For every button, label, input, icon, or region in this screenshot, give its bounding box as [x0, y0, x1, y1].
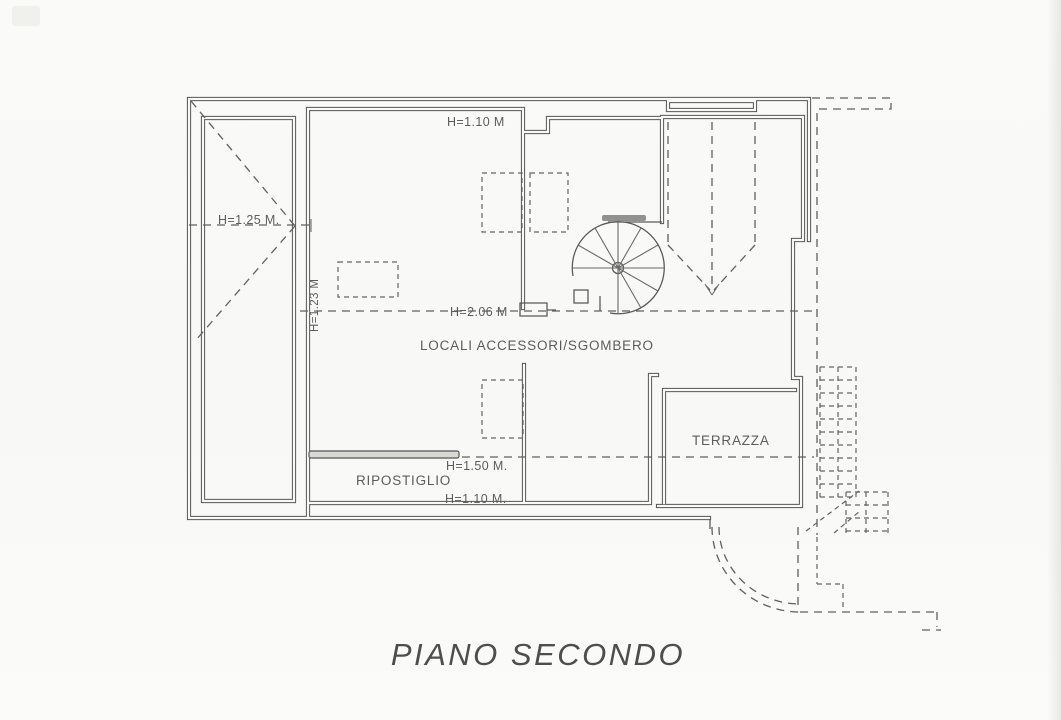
external-dashed-outline: [812, 97, 892, 535]
dashed-skylight-rects: [337, 172, 569, 439]
stair-direction-dashes: [805, 490, 861, 534]
spiral-stair-landing: [573, 289, 589, 304]
roof-truss-dashed-lines: [667, 122, 756, 296]
label-height-top: H=1.10 M: [447, 115, 505, 129]
scan-edge-artifact: [1047, 0, 1061, 720]
spiral-staircase: [571, 215, 665, 315]
storage-low-wall: [308, 450, 460, 459]
plan-labels: H=1.10 M H=1.25 M. H=1.23 M H=2.06 M LOC…: [218, 115, 770, 672]
skylight-rect: [481, 172, 523, 233]
plan-title: PIANO SECONDO: [391, 637, 685, 672]
left-attic-roof-diagonals: [189, 100, 312, 341]
label-storage-room: RIPOSTIGLIO: [356, 473, 451, 488]
label-height-left-wall: H=1.23 M: [309, 279, 321, 332]
scan-artifact-top-left: [12, 6, 40, 26]
centre-line-symbol: [519, 302, 556, 317]
skylight-rect: [481, 379, 524, 439]
label-height-storage-lower: H=1.10 M.: [445, 492, 507, 506]
external-stair-hatch: [805, 366, 889, 610]
truss-arrow-tip: [704, 283, 720, 296]
label-terrace: TERRAZZA: [692, 433, 770, 448]
height-reference-dashed-lines: [300, 302, 816, 458]
spiral-stair-treads: [572, 222, 664, 314]
skylight-rect: [337, 261, 399, 298]
skylight-rect: [529, 172, 569, 233]
label-height-storage-upper: H=1.50 M.: [446, 459, 508, 473]
label-height-center: H=2.06 M: [450, 305, 508, 319]
curved-canopy-dashed: [709, 519, 941, 631]
label-height-left-attic: H=1.25 M.: [218, 213, 280, 227]
label-main-room: LOCALI ACCESSORI/SGOMBERO: [420, 338, 654, 353]
stair-tiny-annotation-smudge: [602, 215, 646, 221]
